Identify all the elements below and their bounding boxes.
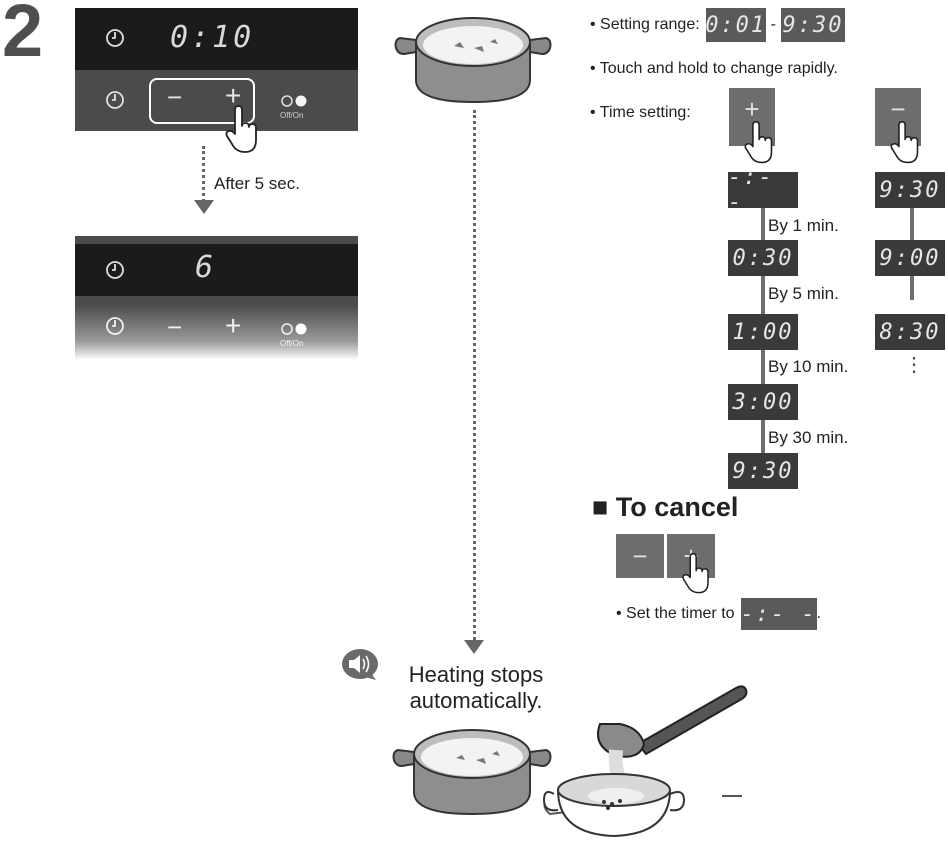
hand-pointer-icon bbox=[890, 120, 919, 164]
cancel-instruction: • Set the timer to -:- - . bbox=[616, 598, 821, 630]
timer-display: 6 bbox=[195, 250, 217, 285]
offon-label: Off/On bbox=[280, 339, 304, 348]
sequence-display: 9:30 bbox=[728, 453, 798, 489]
more-indicator: ⋮ bbox=[904, 354, 924, 376]
range-max-display: 9:30 bbox=[781, 8, 845, 42]
down-arrow-icon bbox=[464, 640, 484, 654]
ladle-bowl-icon bbox=[542, 685, 748, 838]
setting-range-row: • Setting range: 0:01 - 9:30 bbox=[590, 8, 845, 42]
beep-speaker-icon bbox=[342, 649, 378, 680]
cancel-heading: ■ To cancel bbox=[592, 492, 739, 522]
sequence-display: 0:30 bbox=[728, 240, 798, 276]
sequence-step-label: By 1 min. bbox=[768, 216, 839, 236]
after-delay-label: After 5 sec. bbox=[214, 174, 300, 193]
plus-sequence: -:- - By 1 min. 0:30 By 5 min. 1:00 By 1… bbox=[728, 165, 898, 489]
plus-button[interactable]: + bbox=[225, 310, 242, 341]
hold-note: • Touch and hold to change rapidly. bbox=[590, 60, 838, 77]
sequence-display: -:- - bbox=[728, 165, 798, 215]
sequence-display: 3:00 bbox=[728, 384, 798, 420]
step-number: 2 bbox=[2, 0, 44, 72]
time-setting-label: • Time setting: bbox=[590, 104, 691, 121]
control-panel-top: 0:10 − + Off/On bbox=[75, 8, 358, 153]
sequence-display: 9:30 bbox=[875, 172, 945, 208]
hand-pointer-icon bbox=[223, 104, 263, 161]
range-separator: - bbox=[770, 16, 776, 33]
cancel-instruction-text: • Set the timer to bbox=[616, 605, 735, 622]
sequence-step-label: By 30 min. bbox=[768, 428, 849, 448]
control-panel-bottom: 6 − + Off/On bbox=[75, 236, 358, 360]
cancel-minus-button[interactable]: − bbox=[616, 534, 664, 578]
cancel-value-display: -:- - bbox=[740, 598, 817, 630]
timer-button-icon[interactable] bbox=[105, 316, 125, 341]
sequence-display: 8:30 bbox=[875, 314, 945, 350]
timer-display: 0:10 bbox=[170, 20, 255, 55]
plus-button[interactable]: + bbox=[225, 80, 242, 111]
minus-button[interactable]: − bbox=[167, 82, 183, 112]
delay-dotted-line bbox=[202, 146, 205, 202]
timer-icon bbox=[105, 260, 125, 285]
timer-button-icon[interactable] bbox=[105, 90, 125, 115]
sequence-step-label: By 5 min. bbox=[768, 284, 839, 304]
result-text: Heating stops automatically. bbox=[376, 662, 576, 714]
cancel-period: . bbox=[816, 605, 821, 622]
hand-pointer-icon bbox=[744, 120, 773, 164]
down-arrow-icon bbox=[194, 200, 214, 214]
result-line-2: automatically. bbox=[409, 688, 543, 713]
sequence-display: 1:00 bbox=[728, 314, 798, 350]
timer-icon bbox=[105, 28, 125, 53]
setting-range-label: • Setting range: bbox=[590, 16, 700, 33]
offon-label: Off/On bbox=[280, 111, 304, 120]
minus-plus-highlight bbox=[149, 78, 255, 124]
plus-touch-button[interactable]: + bbox=[729, 88, 775, 146]
sequence-step-label: By 10 min. bbox=[768, 357, 849, 377]
hand-pointer-icon bbox=[682, 552, 709, 594]
sequence-display: 9:00 bbox=[875, 240, 945, 276]
pot-icon bbox=[394, 17, 552, 104]
power-indicator-icon[interactable] bbox=[280, 322, 310, 341]
minus-button[interactable]: − bbox=[167, 312, 183, 342]
process-dotted-line bbox=[473, 110, 476, 640]
pot-icon bbox=[392, 729, 552, 816]
minus-touch-button[interactable]: − bbox=[875, 88, 921, 146]
result-line-1: Heating stops bbox=[408, 662, 544, 687]
range-min-display: 0:01 bbox=[705, 8, 766, 42]
power-indicator-icon[interactable] bbox=[280, 94, 310, 113]
